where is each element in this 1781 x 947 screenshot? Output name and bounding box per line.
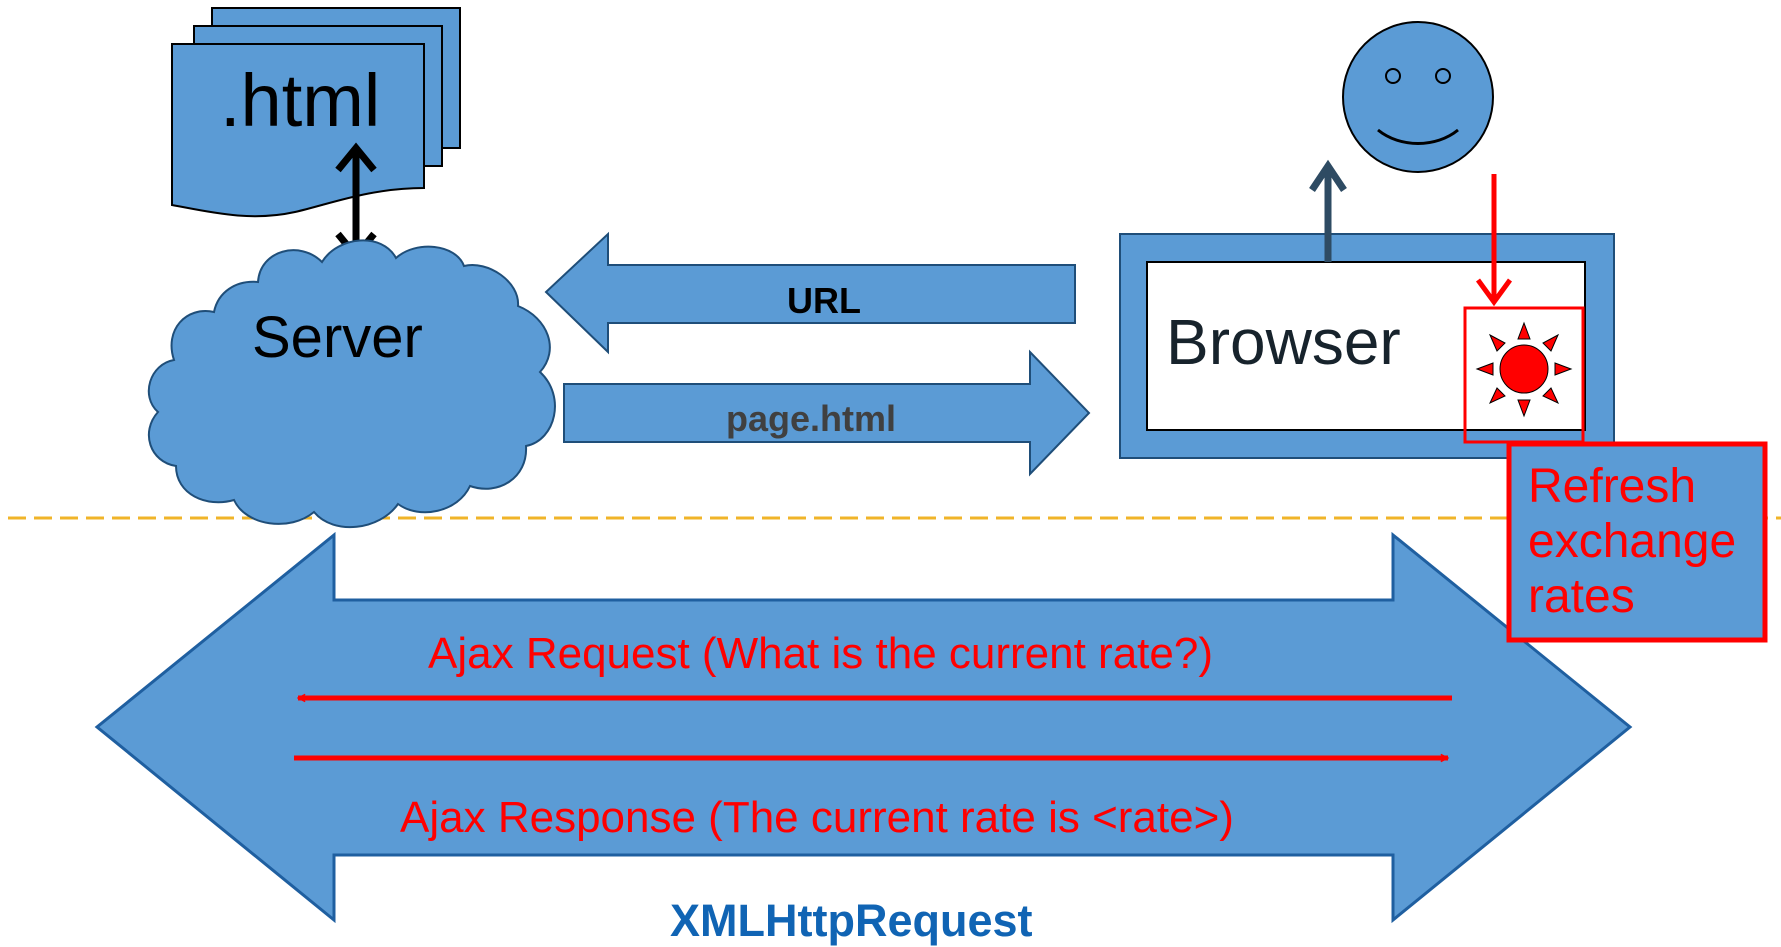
- refresh-line-2: exchange: [1528, 515, 1736, 568]
- browser-to-user-arrow: [1309, 159, 1347, 262]
- server-label: Server: [252, 305, 423, 370]
- browser-label: Browser: [1166, 306, 1401, 378]
- user-click-arrow: [1475, 174, 1513, 307]
- url-label: URL: [787, 280, 861, 321]
- page-response-arrow: page.html: [563, 349, 1091, 477]
- server-cloud: Server: [147, 239, 556, 529]
- xhr-label: XMLHttpRequest: [670, 895, 1032, 946]
- html-files-label: .html: [220, 59, 380, 142]
- ajax-request-label: Ajax Request (What is the current rate?): [428, 629, 1213, 678]
- refresh-line-1: Refresh: [1528, 460, 1696, 513]
- browser-window: Browser: [1119, 233, 1615, 459]
- refresh-line-3: rates: [1528, 570, 1635, 623]
- url-request-arrow: URL: [544, 231, 1076, 355]
- xhr-double-arrow: [94, 531, 1633, 924]
- page-html-label: page.html: [726, 398, 896, 439]
- ajax-response-label: Ajax Response (The current rate is <rate…: [400, 793, 1234, 842]
- smiley-face-icon: [1342, 21, 1494, 173]
- html-documents: .html: [171, 7, 461, 218]
- refresh-callout: Refresh exchange rates: [1506, 441, 1768, 643]
